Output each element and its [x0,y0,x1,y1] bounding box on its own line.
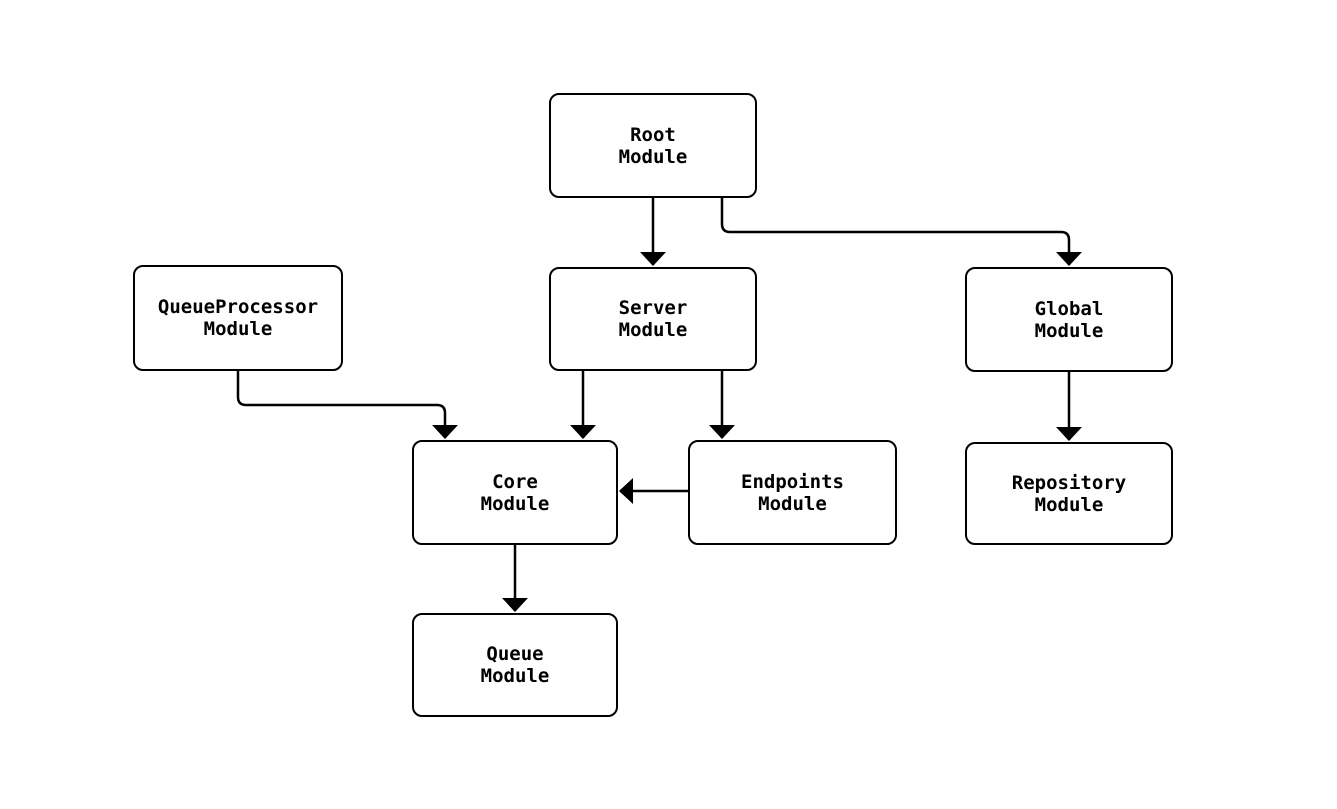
node-label: Root Module [618,123,688,168]
edge-root-to-global [720,198,1082,266]
node-label: Global Module [1034,297,1104,342]
node-queueprocessor-module: QueueProcessor Module [133,265,343,371]
node-queue-module: Queue Module [412,613,618,717]
node-label: Server Module [618,297,688,341]
node-label: Repository Module [1011,471,1127,516]
node-label: Core Module [480,470,550,515]
node-core-module: Core Module [412,440,618,545]
node-repository-module: Repository Module [965,442,1173,545]
node-global-module: Global Module [965,267,1173,372]
node-root-module: Root Module [549,93,757,198]
node-server-module: Server Module [549,267,757,371]
node-label: Queue Module [480,643,550,687]
edge-queueprocessor-to-core [236,371,458,439]
node-label: Endpoints Module [741,470,844,515]
node-endpoints-module: Endpoints Module [688,440,897,545]
node-label: QueueProcessor Module [157,296,319,340]
